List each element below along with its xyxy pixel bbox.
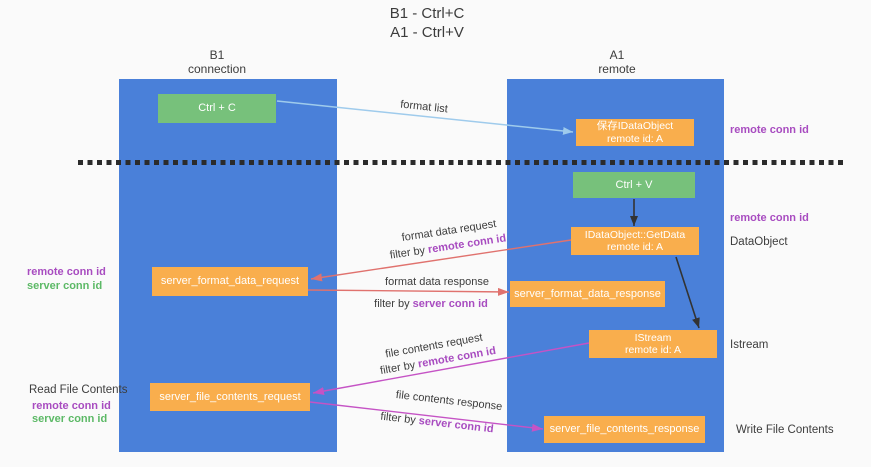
- node-server-file-contents-response-label: server_file_contents_response: [549, 423, 700, 436]
- annotation-remote-conn-id-top-right: remote conn id: [730, 124, 809, 136]
- lane-a1-subtitle: remote: [598, 62, 636, 76]
- node-save-idataobject-line2: remote id: A: [606, 132, 664, 145]
- edge-label-format-data-response: format data response: [385, 276, 489, 288]
- lane-b1-subtitle: connection: [187, 62, 247, 76]
- node-idataobject-getdata: IDataObject::GetData remote id: A: [571, 227, 699, 255]
- node-getdata-line2: remote id: A: [606, 241, 664, 253]
- annotation-remote-conn-id-bottom-left: remote conn id: [32, 400, 111, 412]
- annotation-remote-conn-id-mid-right: remote conn id: [730, 212, 809, 224]
- node-getdata-line1: IDataObject::GetData: [584, 228, 686, 241]
- node-server-format-data-response-label: server_format_data_response: [514, 287, 661, 300]
- node-server-file-contents-request: server_file_contents_request: [150, 383, 310, 411]
- annotation-remote-conn-id-mid-left: remote conn id: [27, 266, 106, 278]
- annotation-dataobject: DataObject: [730, 236, 788, 248]
- arrow-format-data-response: [307, 287, 510, 296]
- annotation-write-file-contents: Write File Contents: [736, 424, 834, 436]
- annotation-istream: Istream: [730, 339, 769, 351]
- diagram-title-line2: A1 - Ctrl+V: [390, 24, 464, 41]
- filter-prefix: filter by: [379, 358, 420, 378]
- node-server-file-contents-request-label: server_file_contents_request: [159, 390, 301, 403]
- dashed-separator: [78, 160, 843, 165]
- filter-key-server-conn-id: server conn id: [418, 414, 495, 436]
- lane-header-a1: A1 remote: [547, 48, 687, 76]
- annotation-server-conn-id-mid-left: server conn id: [27, 280, 103, 292]
- filter-prefix: filter by: [379, 410, 420, 427]
- node-save-idataobject-line1: 保存IDataObject: [596, 120, 674, 132]
- node-ctrl-v: Ctrl + V: [573, 172, 695, 198]
- edge-label-file-contents-response-filter: filter by server conn id: [380, 411, 494, 436]
- lane-b1-name: B1: [209, 48, 225, 62]
- node-save-idataobject: 保存IDataObject remote id: A: [576, 119, 694, 146]
- node-istream: IStream remote id: A: [589, 330, 717, 358]
- edge-label-format-data-response-filter: filter by server conn id: [374, 298, 488, 310]
- node-istream-line1: IStream: [634, 331, 672, 344]
- edge-label-file-contents-response: file contents response: [395, 388, 503, 414]
- node-server-format-data-response: server_format_data_response: [510, 281, 665, 307]
- node-ctrl-c-label: Ctrl + C: [198, 102, 236, 115]
- lane-a1-name: A1: [609, 48, 625, 62]
- diagram-title-line1: B1 - Ctrl+C: [389, 5, 465, 22]
- node-server-file-contents-response: server_file_contents_response: [544, 416, 705, 443]
- node-server-format-data-request: server_format_data_request: [152, 267, 308, 296]
- annotation-read-file-contents: Read File Contents: [29, 384, 128, 396]
- filter-key-server-conn-id: server conn id: [412, 298, 488, 310]
- node-istream-line2: remote id: A: [624, 344, 682, 356]
- node-ctrl-c: Ctrl + C: [158, 94, 276, 123]
- edge-label-format-list: format list: [399, 98, 449, 116]
- filter-prefix: filter by: [374, 298, 413, 310]
- lane-header-b1: B1 connection: [147, 48, 287, 76]
- node-server-format-data-request-label: server_format_data_request: [160, 275, 300, 288]
- filter-prefix: filter by: [389, 244, 429, 262]
- node-ctrl-v-label: Ctrl + V: [615, 178, 653, 191]
- annotation-server-conn-id-bottom-left: server conn id: [32, 413, 108, 425]
- diagram-title: B1 - Ctrl+C A1 - Ctrl+V: [227, 4, 627, 42]
